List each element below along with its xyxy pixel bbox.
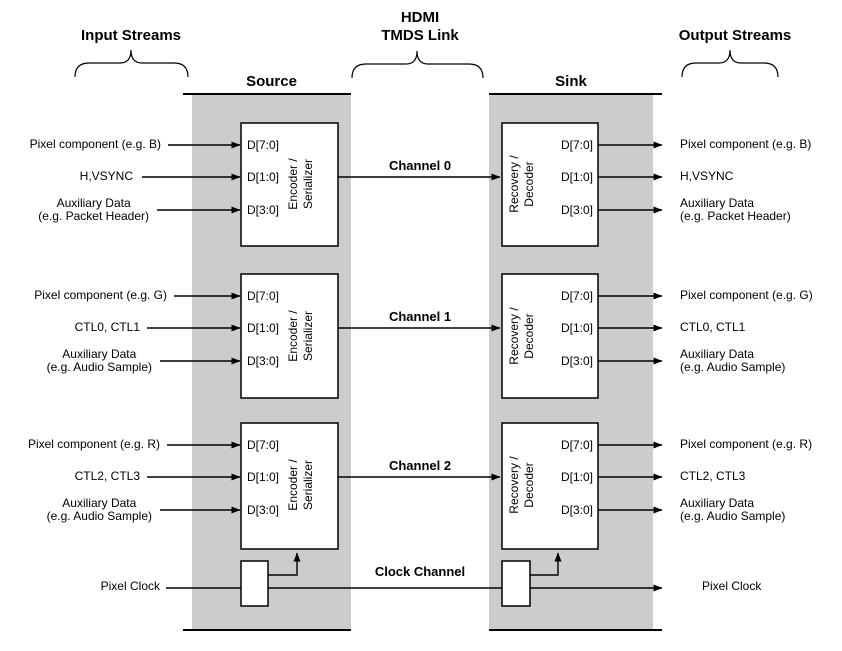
hdmi-tmds-link-title: HDMI TMDS Link	[381, 9, 459, 44]
output-label-ch0-d7: Pixel component (e.g. B)	[680, 137, 812, 151]
output-label-ch2-d1: CTL2, CTL3	[680, 469, 746, 483]
decoder-ch2-port-d7: D[7:0]	[560, 438, 593, 452]
encoder-ch1-port-d7: D[7:0]	[247, 289, 280, 303]
output-streams-brace	[681, 49, 779, 78]
output-label-ch0-d1: H,VSYNC	[680, 169, 734, 183]
recovery-decoder-label-ch1: Recovery / Decoder	[507, 307, 536, 365]
recovery-decoder-label-ch0: Recovery / Decoder	[507, 155, 536, 213]
pixel-clock-input-label: Pixel Clock	[100, 579, 160, 593]
decoder-block-ch0	[501, 122, 599, 247]
source-clock-box	[240, 560, 269, 607]
pixel-clock-output-label: Pixel Clock	[702, 579, 762, 593]
input-label-ch0-d7: Pixel component (e.g. B)	[29, 137, 161, 151]
decoder-block-ch1	[501, 273, 599, 399]
sink-panel-border-lines	[489, 93, 662, 631]
decoder-ch1-port-d3: D[3:0]	[560, 354, 593, 368]
encoder-block-ch1	[240, 273, 339, 399]
output-label-ch2-d7: Pixel component (e.g. R)	[680, 437, 813, 451]
output-label-ch0-d3: Auxiliary Data (e.g. Packet Header)	[680, 196, 791, 223]
sink-title: Sink	[555, 73, 587, 90]
decoder-ch0-port-d7: D[7:0]	[560, 138, 593, 152]
source-panel-border-lines	[183, 93, 351, 631]
decoder-ch1-port-d1: D[1:0]	[560, 321, 593, 335]
output-streams-title: Output Streams	[678, 27, 792, 44]
source-title: Source	[246, 73, 297, 90]
input-label-ch1-d7: Pixel component (e.g. G)	[34, 288, 167, 302]
sink-clock-box	[501, 560, 531, 607]
input-streams-title: Input Streams	[80, 27, 182, 44]
recovery-decoder-label-ch2: Recovery / Decoder	[507, 456, 536, 514]
sink-clock-elbow-arrow	[530, 552, 562, 576]
channel-2-label: Channel 2	[388, 458, 452, 473]
input-label-ch1-d3: Auxiliary Data (e.g. Audio Sample)	[46, 347, 152, 374]
encoder-ch0-port-d3: D[3:0]	[247, 203, 280, 217]
output-label-ch1-d1: CTL0, CTL1	[680, 320, 746, 334]
encoder-serializer-label-ch1: Encoder / Serializer	[286, 310, 315, 362]
decoder-ch1-port-d7: D[7:0]	[560, 289, 593, 303]
input-label-ch2-d3: Auxiliary Data (e.g. Audio Sample)	[46, 496, 152, 523]
decoder-ch2-port-d3: D[3:0]	[560, 503, 593, 517]
encoder-ch2-port-d3: D[3:0]	[247, 503, 280, 517]
decoder-ch0-port-d3: D[3:0]	[560, 203, 593, 217]
channel-1-label: Channel 1	[388, 309, 452, 324]
channel-0-label: Channel 0	[388, 158, 452, 173]
input-label-ch0-d1: H,VSYNC	[79, 169, 133, 183]
encoder-ch1-port-d3: D[3:0]	[247, 354, 280, 368]
output-label-ch2-d3: Auxiliary Data (e.g. Audio Sample)	[680, 496, 786, 523]
hdmi-link-brace	[351, 50, 484, 79]
encoder-ch1-port-d1: D[1:0]	[247, 321, 280, 335]
input-label-ch2-d1: CTL2, CTL3	[74, 469, 140, 483]
input-label-ch1-d1: CTL0, CTL1	[74, 320, 140, 334]
encoder-block-ch2	[240, 422, 339, 550]
input-streams-brace	[74, 49, 189, 78]
encoder-ch0-port-d7: D[7:0]	[247, 138, 280, 152]
encoder-block-ch0	[240, 122, 339, 247]
source-clock-elbow-arrow	[268, 552, 301, 576]
clock-channel-label: Clock Channel	[374, 564, 466, 579]
output-label-ch1-d3: Auxiliary Data (e.g. Audio Sample)	[680, 347, 786, 374]
encoder-ch2-port-d1: D[1:0]	[247, 470, 280, 484]
input-label-ch0-d3: Auxiliary Data (e.g. Packet Header)	[38, 196, 149, 223]
decoder-block-ch2	[501, 422, 599, 550]
encoder-ch0-port-d1: D[1:0]	[247, 170, 280, 184]
input-label-ch2-d7: Pixel component (e.g. R)	[27, 437, 160, 451]
decoder-ch2-port-d1: D[1:0]	[560, 470, 593, 484]
output-label-ch1-d7: Pixel component (e.g. G)	[680, 288, 813, 302]
encoder-ch2-port-d7: D[7:0]	[247, 438, 280, 452]
encoder-serializer-label-ch0: Encoder / Serializer	[286, 158, 315, 210]
decoder-ch0-port-d1: D[1:0]	[560, 170, 593, 184]
encoder-serializer-label-ch2: Encoder / Serializer	[286, 459, 315, 511]
